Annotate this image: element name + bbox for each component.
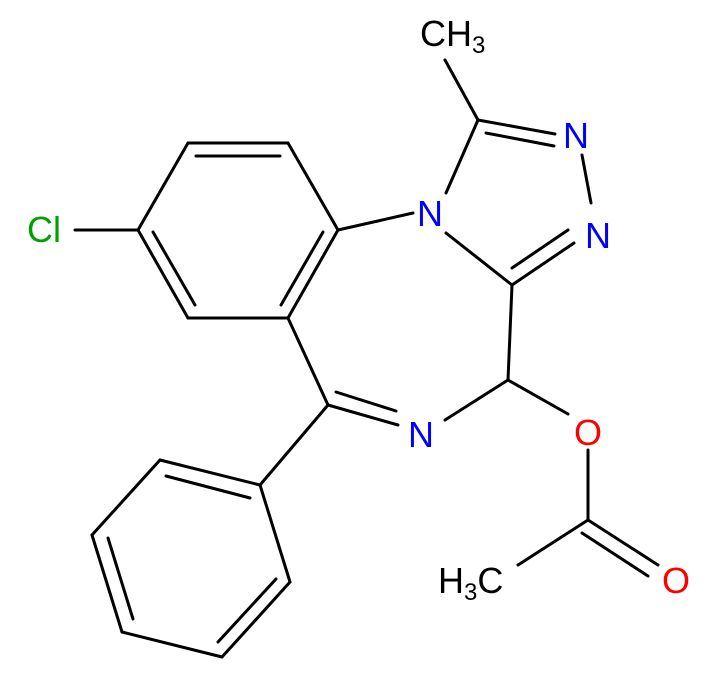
acetyl-methyl-tail: C bbox=[477, 560, 503, 601]
methyl-top-subscript: 3 bbox=[472, 32, 485, 59]
bond bbox=[258, 483, 292, 584]
bond bbox=[506, 283, 514, 382]
imine-nitrogen-label: N bbox=[408, 414, 434, 455]
bond bbox=[443, 378, 510, 422]
acetyl-methyl-main: H bbox=[438, 560, 464, 601]
methyl-top-main: CH bbox=[420, 13, 472, 54]
acetyl-methyl-subscript: 3 bbox=[464, 579, 477, 606]
bond-double-inner bbox=[151, 230, 197, 307]
bond bbox=[286, 141, 340, 232]
triazole-nitrogen-lower-label: N bbox=[585, 215, 611, 256]
bond bbox=[476, 118, 557, 136]
bond bbox=[90, 533, 124, 634]
bond bbox=[136, 141, 190, 232]
bond-double-inner bbox=[334, 390, 398, 413]
bond bbox=[286, 228, 340, 320]
bond-to-oxygen bbox=[506, 378, 570, 416]
bond-double-inner bbox=[216, 577, 278, 644]
chlorine-atom-label: Cl bbox=[27, 209, 61, 250]
bond bbox=[120, 630, 224, 659]
bond bbox=[158, 458, 262, 487]
bond bbox=[90, 458, 162, 537]
bond bbox=[326, 403, 400, 427]
acetyl-methyl-label: H3C bbox=[438, 560, 503, 606]
bond-double-inner bbox=[484, 131, 556, 148]
bond bbox=[336, 211, 415, 232]
bond bbox=[444, 118, 480, 195]
bond-lines bbox=[73, 58, 660, 659]
ester-oxygen-label: O bbox=[574, 412, 602, 453]
bond bbox=[220, 580, 292, 659]
bridgehead-nitrogen-label: N bbox=[417, 193, 443, 234]
carbonyl-oxygen-label: O bbox=[662, 560, 690, 601]
methyl-group-top-label: CH3 bbox=[420, 13, 485, 59]
bond bbox=[580, 153, 593, 205]
bond bbox=[258, 403, 330, 487]
bond-double-inner bbox=[279, 230, 325, 307]
atom-labels: Cl N N N N O O CH3 H3C bbox=[27, 13, 690, 606]
bond-carbonyl-double bbox=[580, 531, 650, 578]
bond-to-methyl bbox=[443, 58, 480, 122]
bond-double-inner bbox=[164, 474, 252, 500]
bond-carbonyl bbox=[586, 518, 660, 567]
bond bbox=[510, 241, 576, 287]
bond bbox=[516, 518, 590, 567]
bond bbox=[444, 231, 514, 287]
triazole-nitrogen-upper-label: N bbox=[563, 115, 589, 156]
bond-double-inner bbox=[106, 536, 135, 621]
bond-double-inner bbox=[510, 228, 570, 270]
bond bbox=[136, 228, 190, 320]
bond bbox=[286, 316, 330, 407]
